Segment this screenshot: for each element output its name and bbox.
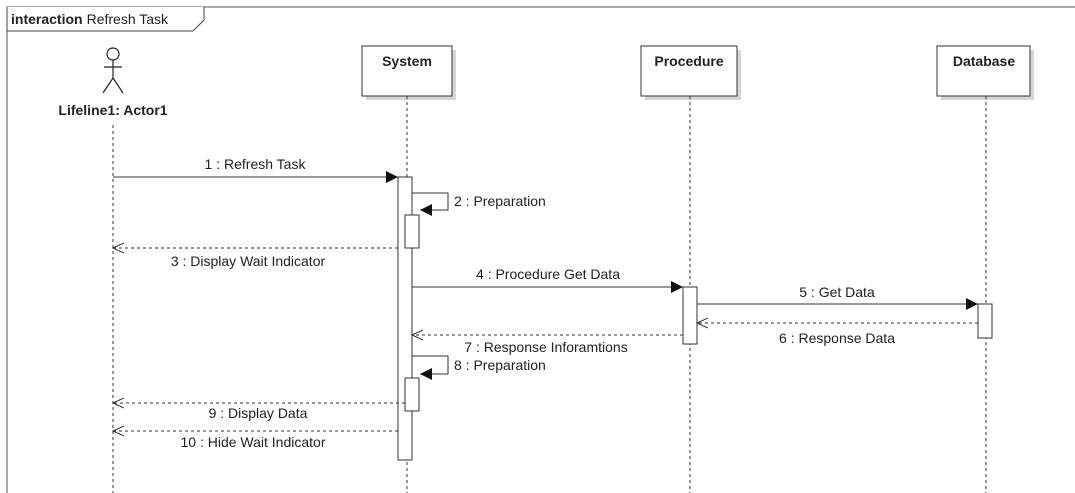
message-4-label: 4 : Procedure Get Data (476, 266, 620, 282)
message-10-label: 10 : Hide Wait Indicator (181, 434, 326, 450)
system-activation-prep-1 (404, 214, 420, 249)
database-activation (977, 303, 993, 339)
message-3-label: 3 : Display Wait Indicator (171, 253, 326, 269)
message-8-label: 8 : Preparation (454, 357, 546, 373)
lifeline-database[interactable]: Database (936, 45, 1034, 493)
lifeline-procedure[interactable]: Procedure (640, 45, 741, 493)
frame-keyword: interaction (11, 11, 83, 27)
message-8[interactable]: 8 : Preparation (412, 355, 546, 380)
stick-figure-icon (102, 47, 124, 94)
message-9[interactable]: 9 : Display Data (113, 403, 405, 421)
frame-name: Refresh Task (87, 11, 169, 27)
message-10[interactable]: 10 : Hide Wait Indicator (113, 431, 398, 450)
message-2[interactable]: 2 : Preparation (412, 192, 546, 216)
lifeline-system-label: System (382, 53, 432, 69)
message-4[interactable]: 4 : Procedure Get Data (412, 266, 683, 293)
actor-lifeline[interactable]: Lifeline1: Actor1 (58, 47, 168, 493)
message-6-label: 6 : Response Data (779, 330, 895, 346)
message-9-label: 9 : Display Data (209, 405, 308, 421)
message-5[interactable]: 5 : Get Data (697, 284, 978, 310)
message-2-label: 2 : Preparation (454, 193, 546, 209)
message-1[interactable]: 1 : Refresh Task (113, 156, 398, 183)
message-5-label: 5 : Get Data (799, 284, 875, 300)
procedure-activation (682, 286, 698, 345)
system-activation-prep-2 (404, 377, 420, 412)
message-6[interactable]: 6 : Response Data (697, 323, 978, 346)
message-7[interactable]: 7 : Response Inforamtions (412, 335, 683, 355)
message-3[interactable]: 3 : Display Wait Indicator (113, 248, 398, 269)
actor-label: Lifeline1: Actor1 (58, 102, 167, 118)
lifeline-database-label: Database (953, 53, 1015, 69)
message-1-label: 1 : Refresh Task (205, 156, 307, 172)
lifeline-procedure-label: Procedure (654, 53, 723, 69)
message-7-label: 7 : Response Inforamtions (464, 339, 627, 355)
